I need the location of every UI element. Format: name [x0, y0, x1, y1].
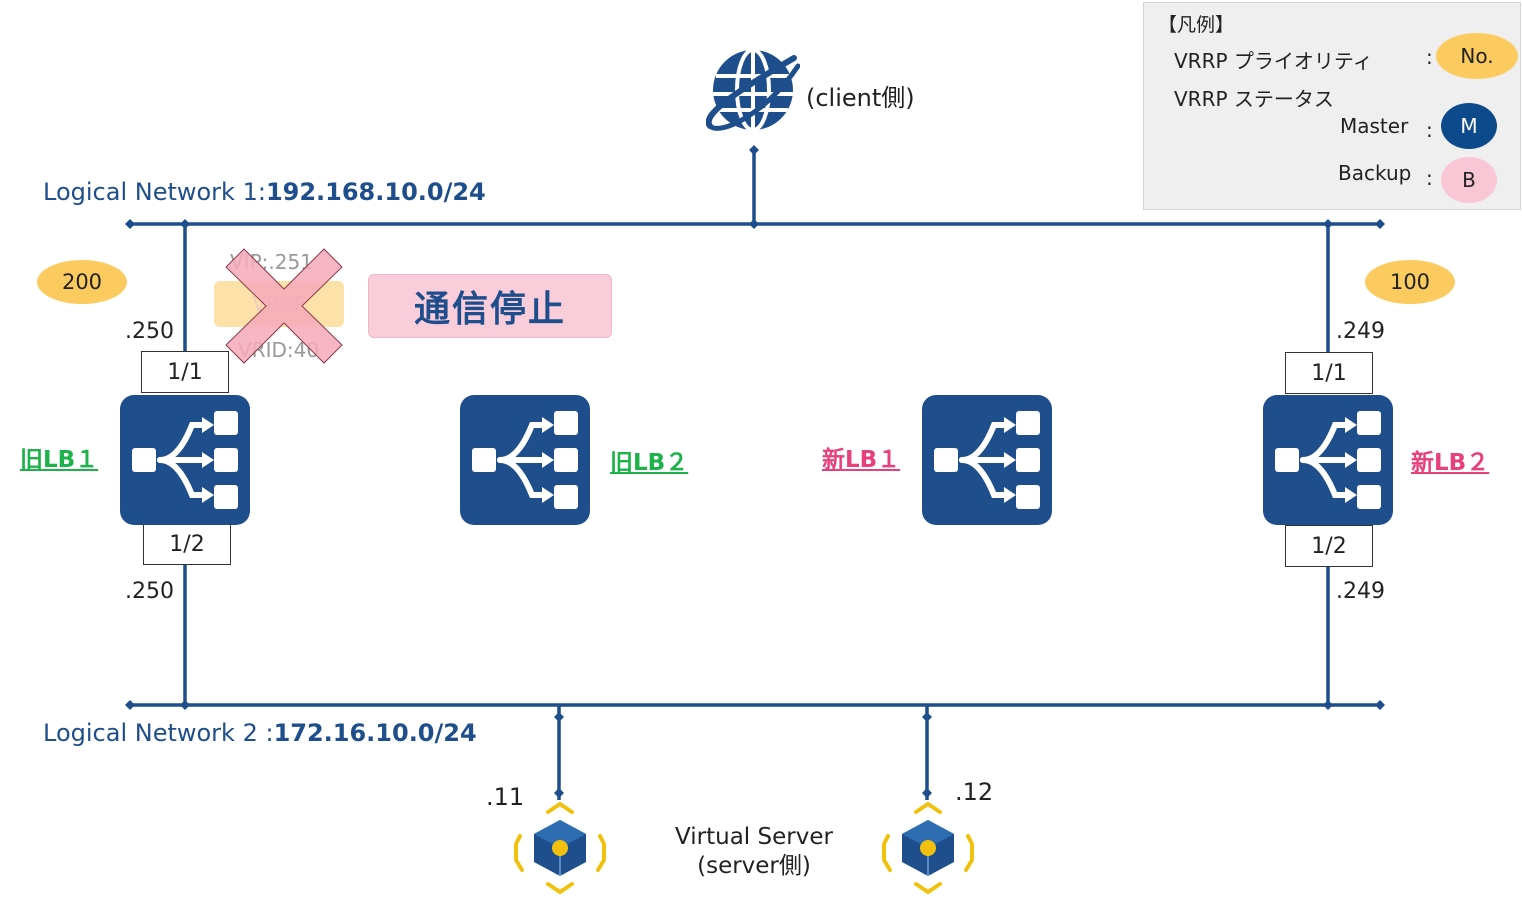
new-lb2-ip-bottom: .249	[1336, 579, 1385, 604]
old-lb1-ip-top: .250	[125, 319, 174, 344]
old-lb1-name: 旧LB１	[20, 447, 99, 473]
legend-backup-label: Backup	[1338, 161, 1412, 185]
legend-master-badge: M	[1441, 103, 1497, 149]
load-balancer-icon	[460, 395, 590, 525]
virtual-server-icon	[882, 801, 974, 895]
load-balancer-icon	[120, 395, 250, 525]
virtual-server-label-line2: (server側)	[697, 853, 811, 879]
new-lb2-ip-top: .249	[1336, 319, 1385, 344]
load-balancer-icon	[1263, 395, 1393, 525]
virtual-server-label-line1: Virtual Server	[675, 824, 833, 850]
legend-colon: :	[1426, 45, 1433, 69]
globe-icon	[706, 48, 800, 132]
new-lb2-port-bottom: 1/2	[1285, 525, 1373, 567]
legend-status-label: VRRP ステータス	[1174, 87, 1334, 111]
communication-stop-label: 通信停止	[368, 274, 612, 338]
legend-title: 【凡例】	[1158, 14, 1235, 36]
legend-master-label: Master	[1340, 114, 1409, 138]
load-balancer-icon	[922, 395, 1052, 525]
old-lb1-priority: 200	[37, 260, 127, 304]
server1-ip: .11	[486, 783, 525, 811]
new-lb1-name: 新LB１	[822, 447, 901, 473]
old-lb2-name: 旧LB２	[610, 450, 689, 476]
old-lb1-port-top: 1/1	[141, 351, 229, 393]
new-lb2-priority: 100	[1365, 260, 1455, 304]
server2-ip: .12	[955, 778, 994, 806]
legend-colon: :	[1426, 166, 1433, 190]
cross-icon	[225, 248, 343, 364]
network1-label: Logical Network 1:192.168.10.0/24	[43, 178, 486, 206]
client-label: (client側)	[806, 84, 915, 112]
legend-colon: :	[1426, 118, 1433, 142]
new-lb2-port-top: 1/1	[1285, 352, 1373, 394]
new-lb2-name: 新LB２	[1411, 450, 1490, 476]
legend-box: 【凡例】 VRRP プライオリティ : No. VRRP ステータス Maste…	[1143, 2, 1521, 210]
old-lb1-ip-bottom: .250	[125, 579, 174, 604]
legend-priority-label: VRRP プライオリティ	[1174, 49, 1373, 73]
virtual-server-icon	[514, 801, 606, 895]
network2-label: Logical Network 2 :172.16.10.0/24	[43, 719, 477, 747]
old-lb1-port-bottom: 1/2	[143, 523, 231, 565]
legend-priority-badge: No.	[1436, 33, 1518, 79]
legend-backup-badge: B	[1441, 157, 1497, 203]
virtual-server-label: Virtual Server (server側)	[654, 823, 854, 881]
